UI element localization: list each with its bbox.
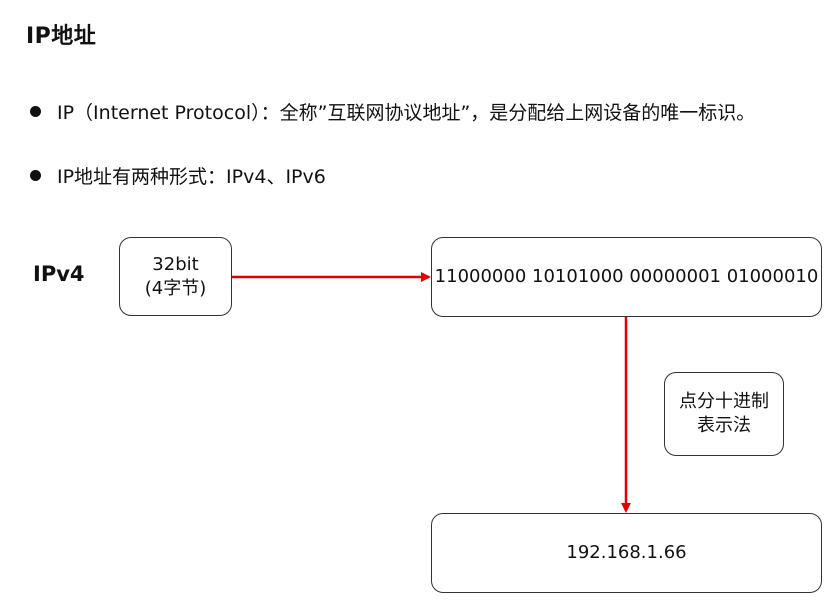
dotted-decimal-text: 192.168.1.66 [566, 542, 687, 563]
page-title: IP地址 [26, 24, 97, 49]
dotted-decimal-box: 192.168.1.66 [431, 513, 822, 593]
bit-length-box: 32bit (4字节) [119, 237, 232, 316]
bullet-item: IP（Internet Protocol）：全称”互联网协议地址”，是分配给上网… [30, 98, 755, 125]
binary-address-box: 11000000 10101000 00000001 01000010 [431, 237, 822, 317]
notation-line-1: 点分十进制 [679, 391, 769, 412]
bullet-dot-icon [30, 170, 41, 181]
notation-method-box: 点分十进制 表示法 [664, 372, 784, 456]
bullet-text: IP（Internet Protocol）：全称”互联网协议地址”，是分配给上网… [57, 102, 756, 124]
bullet-dot-icon [30, 106, 41, 117]
ipv4-label: IPv4 [33, 262, 85, 286]
bullet-item: IP地址有两种形式：IPv4、IPv6 [30, 162, 326, 189]
bullet-text: IP地址有两种形式：IPv4、IPv6 [57, 166, 326, 188]
bit-length-value: 32bit [152, 253, 199, 275]
notation-line-2: 表示法 [697, 415, 751, 436]
byte-length-value: (4字节) [144, 277, 207, 299]
binary-address-text: 11000000 10101000 00000001 01000010 [434, 266, 819, 287]
